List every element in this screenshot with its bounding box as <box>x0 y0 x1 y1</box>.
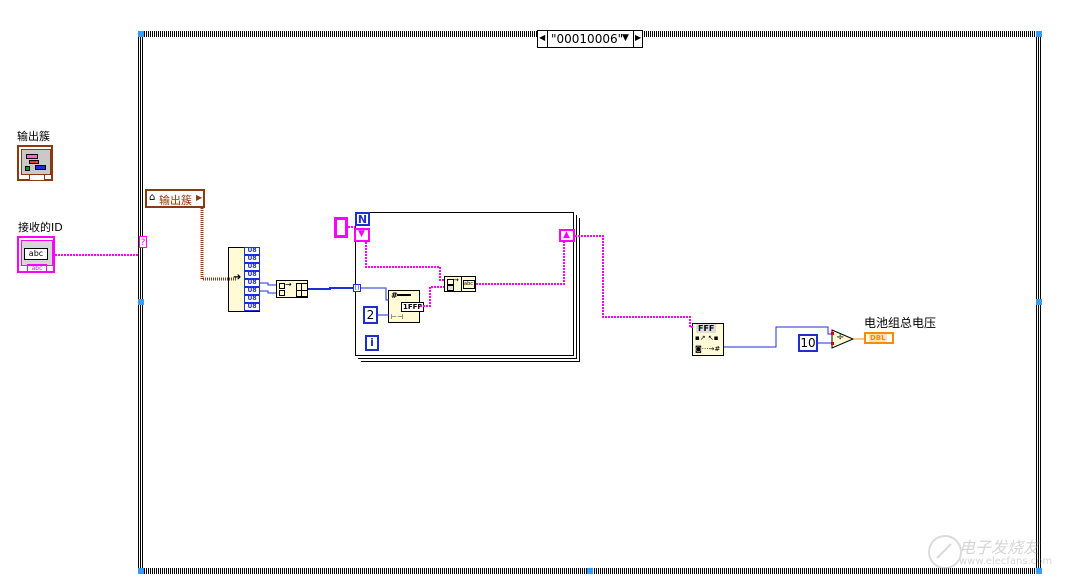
unbundle-by-name-node[interactable]: ⌂ 输出簇 ▶ <box>145 189 205 208</box>
voltage-indicator-terminal[interactable]: DBL <box>864 332 894 344</box>
scan-format-label: FFF <box>696 324 717 333</box>
id-string-control-terminal[interactable]: abc abc <box>17 236 55 273</box>
width-icon: ⊢⊣ <box>391 313 404 321</box>
hash-icon: # <box>391 291 398 300</box>
id-string-type-badge: abc <box>27 264 47 273</box>
u8-element: U8 <box>244 247 260 255</box>
constant-10[interactable]: 10 <box>798 334 818 352</box>
resize-handle[interactable] <box>587 568 593 574</box>
loop-count-terminal[interactable]: N <box>355 212 370 226</box>
concatenate-strings-node[interactable]: → abc <box>444 276 476 292</box>
build-array-icon: → <box>285 280 292 289</box>
array-wire <box>308 287 353 290</box>
case-selector-terminal[interactable]: ? <box>139 236 147 248</box>
cluster-icon-bar-pink <box>26 154 38 159</box>
prev-case-arrow-icon[interactable]: ◀ <box>539 33 546 42</box>
case-selector[interactable]: ◀ "00010006" ▼ ▶ <box>537 30 643 48</box>
u8-element: U8 <box>244 279 260 287</box>
case-dropdown-icon[interactable]: ▼ <box>622 33 629 43</box>
unbundle-arrow-icon: ▶ <box>196 193 203 202</box>
cluster-icon-blue <box>35 165 46 170</box>
resize-handle[interactable] <box>138 31 144 37</box>
resize-handle[interactable] <box>1036 31 1042 37</box>
auto-index-tunnel: [] <box>353 284 361 292</box>
resize-handle[interactable] <box>1036 568 1042 574</box>
u8-element: U8 <box>244 287 260 295</box>
u8-element: U8 <box>244 271 260 279</box>
numeric-wire <box>260 290 276 294</box>
empty-string-constant[interactable] <box>334 217 348 238</box>
constant-2[interactable]: 2 <box>363 306 378 324</box>
shift-register-down-icon: ▼ <box>358 229 365 239</box>
shift-register-left[interactable]: ▼ <box>354 228 370 242</box>
home-icon: ⌂ <box>149 192 156 203</box>
case-selector-value: "00010006" <box>551 32 624 46</box>
id-string-value: abc <box>24 248 48 260</box>
voltage-indicator-label: 电池组总电压 <box>864 316 937 330</box>
indicator-type: DBL <box>869 334 887 342</box>
id-control-label: 接收的ID <box>18 221 63 234</box>
cluster-icon-green <box>25 166 30 171</box>
resize-handle[interactable] <box>138 568 144 574</box>
watermark-text-cn: 电子发烧友 <box>959 538 1040 557</box>
unbundle-label: 输出簇 <box>159 194 192 207</box>
cluster-icon-bar-red <box>29 160 39 164</box>
concat-arrow-icon: → <box>453 276 459 284</box>
next-case-arrow-icon[interactable]: ▶ <box>635 33 642 42</box>
shift-register-right[interactable]: ▲ <box>559 229 575 242</box>
hex-display: 1FFF <box>401 302 425 312</box>
number-to-hex-string-node[interactable]: # 1FFF ⊢⊣ <box>388 290 425 323</box>
shift-register-up-icon: ▲ <box>563 230 570 240</box>
index-array-arrow-icon: ➜ <box>233 272 242 283</box>
numeric-wire <box>260 282 276 286</box>
watermark-text-url: www.elecfans.com <box>959 556 1053 567</box>
string-wire <box>575 235 693 328</box>
iteration-terminal: i <box>365 335 379 351</box>
divide-node[interactable]: ÷ <box>831 329 855 349</box>
scan-output-icon: ◙···→# <box>695 345 721 353</box>
u8-element: U8 <box>244 263 260 271</box>
cluster-control-label: 输出簇 <box>17 130 50 143</box>
resize-handle[interactable] <box>1036 299 1042 305</box>
scan-from-string-node[interactable]: FFF ▪↗ ↖▪ ◙···→# <box>692 323 724 356</box>
u8-element: U8 <box>244 303 260 311</box>
u8-element: U8 <box>244 295 260 303</box>
scan-input-icon: ▪↗ ↖▪ <box>695 334 719 342</box>
resize-handle[interactable] <box>138 299 144 305</box>
build-array-node[interactable]: → <box>276 280 308 298</box>
divide-icon: ÷ <box>836 332 845 343</box>
cluster-control-terminal[interactable] <box>17 145 53 181</box>
u8-element: U8 <box>244 255 260 263</box>
